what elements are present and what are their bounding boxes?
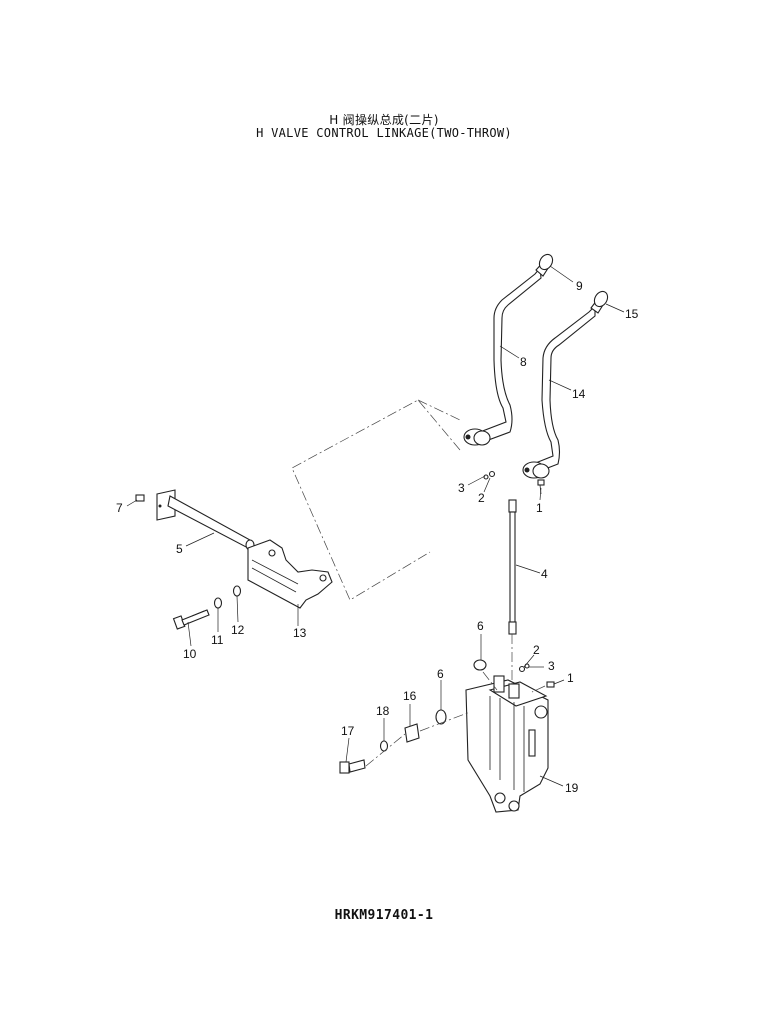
leader-lines xyxy=(126,265,625,787)
callout-4: 4 xyxy=(541,567,548,581)
callout-6-upper: 6 xyxy=(477,619,484,633)
control-valve-19 xyxy=(465,675,549,813)
pin-nut-group-lower xyxy=(518,663,555,688)
callout-14: 14 xyxy=(572,387,586,401)
callout-6-lower: 6 xyxy=(437,667,444,681)
callout-17: 17 xyxy=(341,724,355,738)
callout-1-lower: 1 xyxy=(567,671,574,685)
callout-12: 12 xyxy=(231,623,245,637)
callout-7: 7 xyxy=(116,501,123,515)
washer-11 xyxy=(213,597,223,609)
pivot-shaft-5 xyxy=(135,489,255,551)
callout-13: 13 xyxy=(293,626,307,640)
callout-9: 9 xyxy=(576,279,583,293)
washer-12 xyxy=(232,585,242,597)
callout-3-lower: 3 xyxy=(548,659,555,673)
callout-8: 8 xyxy=(520,355,527,369)
callout-3-upper: 3 xyxy=(458,481,465,495)
mounting-bracket-13 xyxy=(247,539,333,609)
callout-5: 5 xyxy=(176,542,183,556)
assembly-center-lines xyxy=(365,634,546,767)
callout-15: 15 xyxy=(625,307,639,321)
control-lever-8 xyxy=(463,253,554,446)
pin-nut-group-upper xyxy=(483,470,545,495)
bolt-17 xyxy=(339,759,366,774)
callout-16: 16 xyxy=(403,689,417,703)
drawing-code: HRKM917401-1 xyxy=(334,908,434,923)
callout-2-lower: 2 xyxy=(533,643,540,657)
callout-labels: 9 15 8 14 3 2 1 7 5 4 10 11 12 13 6 2 3 … xyxy=(116,279,639,795)
assembly-reference-line xyxy=(417,399,461,421)
callout-18: 18 xyxy=(376,704,390,718)
title-english: H VALVE CONTROL LINKAGE(TWO-THROW) xyxy=(256,126,512,140)
bolt-10 xyxy=(172,609,210,630)
nut-6-upper xyxy=(473,659,487,671)
callout-11: 11 xyxy=(211,633,224,647)
callout-19: 19 xyxy=(565,781,579,795)
callout-2-upper: 2 xyxy=(478,491,485,505)
control-lever-14 xyxy=(522,290,609,479)
bushing-16 xyxy=(404,723,420,743)
title-chinese: H 阀操纵总成(二片) xyxy=(329,113,439,127)
callout-1-upper: 1 xyxy=(536,501,543,515)
callout-10: 10 xyxy=(183,647,197,661)
assembly-reference-outline xyxy=(291,399,461,601)
connecting-rod-4 xyxy=(508,499,517,635)
